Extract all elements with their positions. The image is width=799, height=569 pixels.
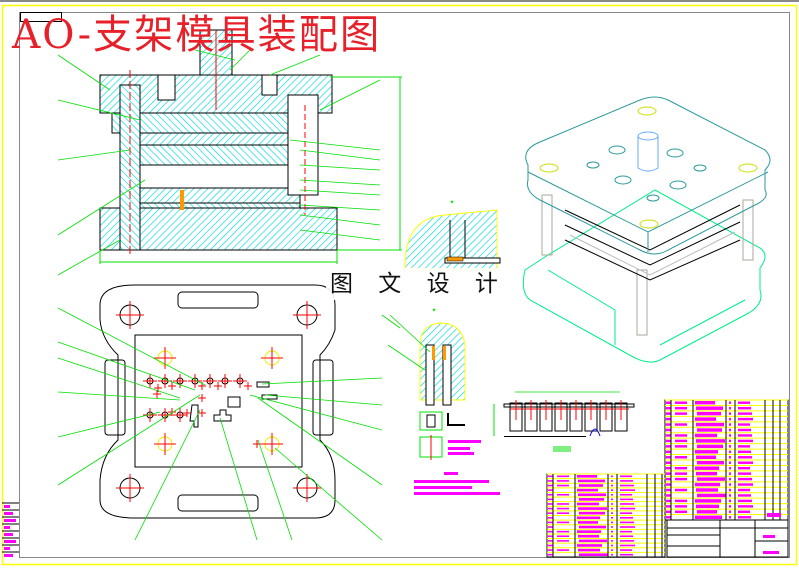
leader-line <box>299 179 381 186</box>
leader-line <box>289 139 381 151</box>
leader-line <box>57 54 111 91</box>
leader-line <box>257 397 383 486</box>
bill-of-materials <box>546 399 789 558</box>
svg-text:✦: ✦ <box>431 307 436 314</box>
leader-line <box>219 417 258 541</box>
leader-line <box>299 149 381 161</box>
leader-line <box>299 189 381 196</box>
leader-line <box>269 54 321 76</box>
section-view <box>99 29 402 264</box>
leader-line <box>57 239 121 276</box>
detail-view-b: ✦ <box>387 307 481 460</box>
leader-line <box>229 49 251 71</box>
leader-line <box>57 307 206 386</box>
plan-view <box>99 284 336 519</box>
plan-leader-lines <box>57 307 401 541</box>
leader-line <box>249 394 383 431</box>
leader-line <box>274 447 383 541</box>
leader-line <box>319 79 381 111</box>
leader-line <box>57 341 196 391</box>
leader-line <box>261 377 383 385</box>
technical-requirements <box>414 472 500 495</box>
leader-line <box>134 409 201 541</box>
leader-line <box>57 391 181 401</box>
leader-line <box>264 394 383 406</box>
leader-line <box>57 149 131 161</box>
strip-layout <box>493 391 635 452</box>
plan-view-holes <box>116 301 321 502</box>
drawing-title: AO-支架模具装配图 <box>12 12 382 58</box>
leader-line <box>381 314 401 329</box>
leader-line <box>57 99 141 121</box>
leader-line <box>194 49 236 61</box>
section-leader-lines <box>57 49 381 276</box>
detail-view-a: ✦ <box>404 199 501 271</box>
drawing-number-box <box>20 12 62 22</box>
revision-block <box>2 502 19 557</box>
isometric-view <box>522 96 771 363</box>
leader-line <box>299 164 381 171</box>
leader-line <box>57 179 146 236</box>
leader-line <box>57 394 201 486</box>
watermark: 图 文 设 计 <box>326 268 511 300</box>
svg-text:✦: ✦ <box>449 199 454 206</box>
leader-line <box>57 411 161 438</box>
leader-line <box>299 229 381 241</box>
leader-line <box>57 357 181 399</box>
leader-line <box>257 439 293 541</box>
leader-line <box>299 204 381 211</box>
leader-line <box>299 214 381 226</box>
